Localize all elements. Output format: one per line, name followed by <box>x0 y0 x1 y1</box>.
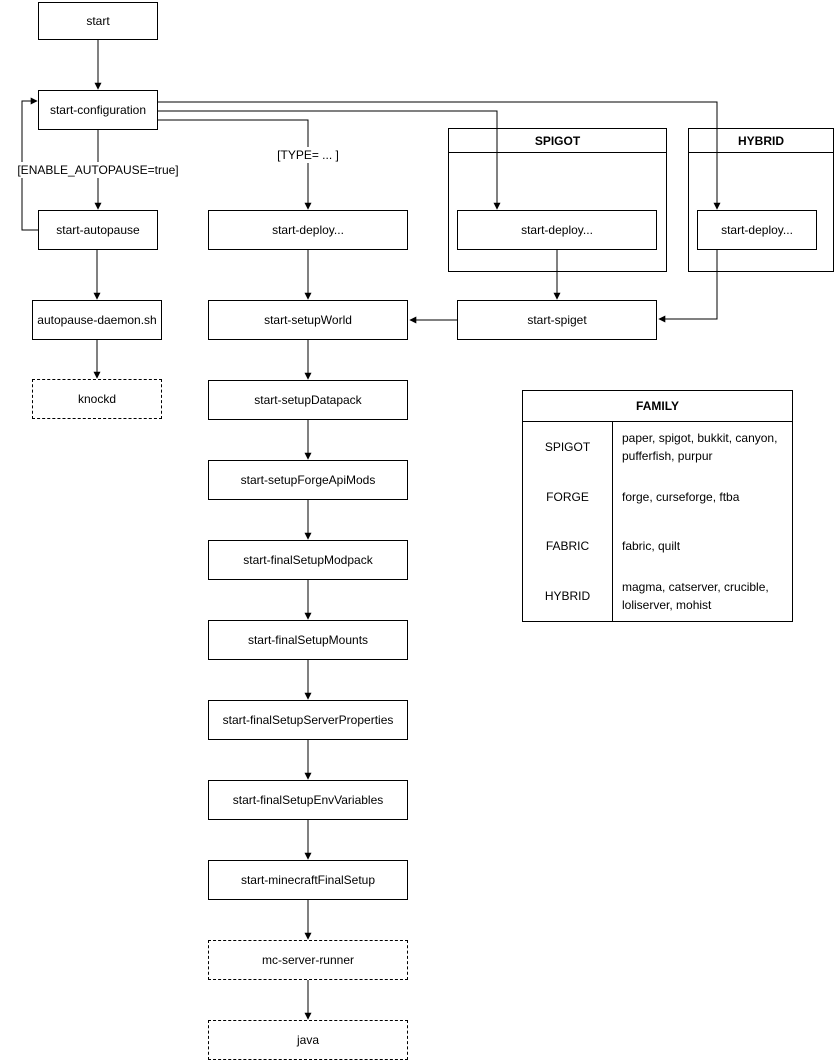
node-start-deploy-main: start-deploy... <box>208 210 408 250</box>
family-row-fabric: FABRIC fabric, quilt <box>523 521 792 572</box>
family-servers-spigot: paper, spigot, bukkit, canyon, pufferfis… <box>622 430 778 463</box>
node-knockd: knockd <box>32 379 162 419</box>
edge-label-enable-autopause: [ENABLE_AUTOPAUSE=true] <box>15 162 181 178</box>
family-servers-forge: forge, curseforge, ftba <box>622 489 740 504</box>
node-start-autopause: start-autopause <box>38 210 158 250</box>
node-java: java <box>208 1020 408 1060</box>
node-start-final-setup-server-properties: start-finalSetupServerProperties <box>208 700 408 740</box>
node-start-setup-world: start-setupWorld <box>208 300 408 340</box>
family-label-fabric: FABRIC <box>523 521 613 572</box>
node-start-minecraft-final-setup: start-minecraftFinalSetup <box>208 860 408 900</box>
family-label-spigot: SPIGOT <box>523 422 613 472</box>
family-servers-hybrid: magma, catserver, crucible, loliserver, … <box>622 580 769 613</box>
node-start-spiget: start-spiget <box>457 300 657 340</box>
spigot-group-title: SPIGOT <box>449 129 666 153</box>
family-label-hybrid: HYBRID <box>523 571 613 621</box>
hybrid-group-title: HYBRID <box>689 129 833 153</box>
family-row-hybrid: HYBRID magma, catserver, crucible, lolis… <box>523 571 792 621</box>
family-row-forge: FORGE forge, curseforge, ftba <box>523 471 792 522</box>
hybrid-group: HYBRID <box>688 128 834 272</box>
spigot-group: SPIGOT <box>448 128 667 272</box>
edge-label-type: [TYPE= ... ] <box>275 147 341 163</box>
node-start-setup-forge-api-mods: start-setupForgeApiMods <box>208 460 408 500</box>
family-servers-fabric: fabric, quilt <box>622 539 681 554</box>
family-label-forge: FORGE <box>523 471 613 522</box>
node-spigot-start-deploy: start-deploy... <box>457 210 657 250</box>
node-start: start <box>38 2 158 40</box>
family-table: FAMILY SPIGOT paper, spigot, bukkit, can… <box>522 390 793 622</box>
node-hybrid-start-deploy: start-deploy... <box>697 210 817 250</box>
node-start-configuration: start-configuration <box>38 90 158 130</box>
node-start-setup-datapack: start-setupDatapack <box>208 380 408 420</box>
family-row-spigot: SPIGOT paper, spigot, bukkit, canyon, pu… <box>523 422 792 472</box>
node-start-final-setup-modpack: start-finalSetupModpack <box>208 540 408 580</box>
node-mc-server-runner: mc-server-runner <box>208 940 408 980</box>
node-autopause-daemon: autopause-daemon.sh <box>32 300 162 340</box>
node-start-final-setup-env-variables: start-finalSetupEnvVariables <box>208 780 408 820</box>
family-table-title: FAMILY <box>523 391 792 422</box>
node-start-final-setup-mounts: start-finalSetupMounts <box>208 620 408 660</box>
